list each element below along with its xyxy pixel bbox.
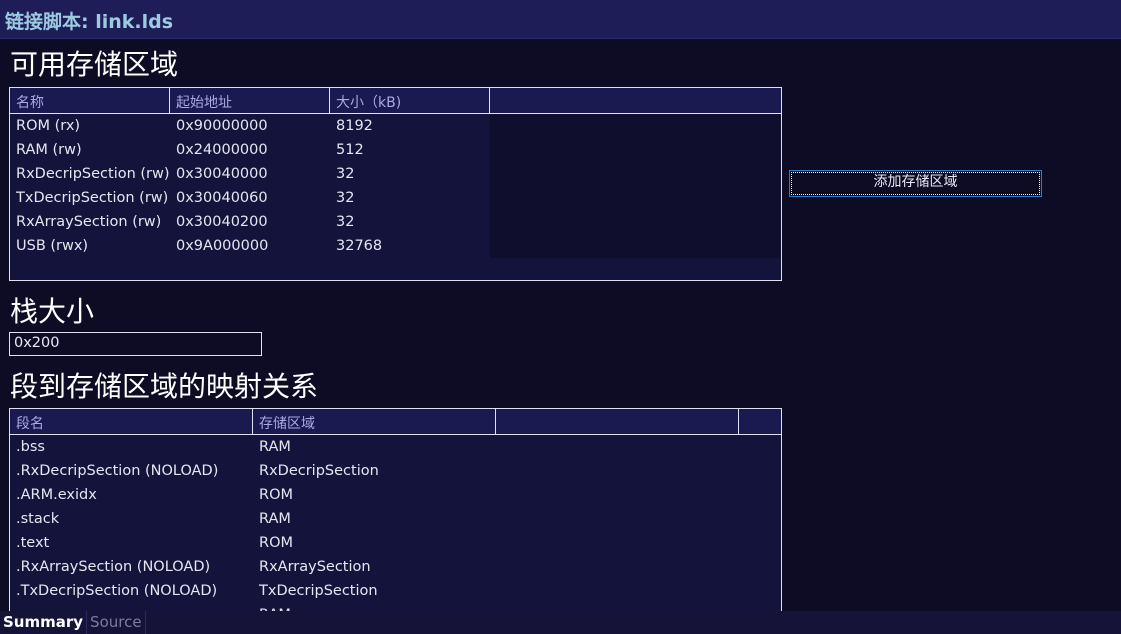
mapping-heading: 段到存储区域的映射关系 xyxy=(10,370,319,403)
table-row[interactable]: .RAM xyxy=(10,603,781,611)
table-row[interactable]: .TxDecripSection (NOLOAD) TxDecripSection xyxy=(10,579,781,603)
table-cell: 32768 xyxy=(336,238,383,254)
table-row[interactable]: .text ROM xyxy=(10,531,781,555)
table-cell: RxDecripSection (rw) xyxy=(16,166,170,182)
table-cell: 8192 xyxy=(336,118,373,134)
table-cell: ROM xyxy=(259,487,293,503)
memory-heading: 可用存储区域 xyxy=(10,48,179,81)
table-cell: .RxDecripSection (NOLOAD) xyxy=(16,463,219,479)
table-cell: 0x9A000000 xyxy=(176,238,269,254)
table-cell: . xyxy=(10,607,253,611)
table-cell: .ARM.exidx xyxy=(16,487,97,503)
table-row[interactable]: RxArraySection (rw) 0x30040200 32 xyxy=(10,210,490,234)
table-row[interactable]: TxDecripSection (rw) 0x30040060 32 xyxy=(10,186,490,210)
table-row[interactable]: ROM (rx) 0x90000000 8192 xyxy=(10,114,490,138)
table-cell: ROM (rx) xyxy=(16,118,81,134)
title-bar: 链接脚本: link.lds xyxy=(0,0,1121,39)
column-header-empty xyxy=(496,409,739,434)
table-cell: RAM xyxy=(259,439,291,455)
table-cell: ROM xyxy=(259,535,293,551)
table-cell: RAM xyxy=(253,607,496,611)
stack-heading: 栈大小 xyxy=(10,295,95,328)
tab-summary[interactable]: Summary xyxy=(0,611,88,634)
table-cell: 0x30040000 xyxy=(176,166,268,182)
table-row[interactable]: .bss RAM xyxy=(10,435,781,459)
table-cell: RxArraySection (rw) xyxy=(16,214,162,230)
table-row[interactable]: .stack RAM xyxy=(10,507,781,531)
table-cell: RAM (rw) xyxy=(16,142,82,158)
table-cell: .TxDecripSection (NOLOAD) xyxy=(16,583,218,599)
tab-source[interactable]: Source xyxy=(87,611,146,634)
table-cell: .text xyxy=(16,535,50,551)
table-cell: .stack xyxy=(16,511,60,527)
column-header[interactable]: 大小（kB) xyxy=(330,88,490,113)
column-header[interactable]: 起始地址 xyxy=(170,88,330,113)
column-header-empty xyxy=(490,88,502,113)
table-cell: RxArraySection xyxy=(259,559,371,575)
column-header[interactable]: 名称 xyxy=(10,88,170,113)
table-cell: 32 xyxy=(336,190,355,206)
table-cell: USB (rwx) xyxy=(16,238,89,254)
table-cell: 32 xyxy=(336,214,355,230)
table-cell: 0x30040060 xyxy=(176,190,268,206)
table-row[interactable]: .ARM.exidx ROM xyxy=(10,483,781,507)
table-cell: 0x24000000 xyxy=(176,142,268,158)
table-row[interactable]: RxDecripSection (rw) 0x30040000 32 xyxy=(10,162,490,186)
table-row[interactable]: USB (rwx) 0x9A000000 32768 xyxy=(10,234,490,258)
table-cell: .RxArraySection (NOLOAD) xyxy=(16,559,211,575)
table-row[interactable]: .RxArraySection (NOLOAD) RxArraySection xyxy=(10,555,781,579)
add-memory-region-button[interactable]: 添加存储区域 xyxy=(789,170,1042,197)
table-cell: RxDecripSection xyxy=(259,463,379,479)
table-cell: TxDecripSection (rw) xyxy=(16,190,169,206)
table-cell: .bss xyxy=(16,439,45,455)
table-row[interactable]: .RxDecripSection (NOLOAD) RxDecripSection xyxy=(10,459,781,483)
stack-size-input[interactable]: 0x200 xyxy=(9,332,262,356)
table-cell: RAM xyxy=(259,511,291,527)
column-header[interactable]: 段名 xyxy=(10,409,253,434)
table-cell: TxDecripSection xyxy=(259,583,378,599)
column-header[interactable]: 存储区域 xyxy=(253,409,496,434)
table-cell: 0x90000000 xyxy=(176,118,268,134)
table-row[interactable]: RAM (rw) 0x24000000 512 xyxy=(10,138,490,162)
table-cell: 0x30040200 xyxy=(176,214,268,230)
table-cell: 32 xyxy=(336,166,355,182)
table-cell: 512 xyxy=(336,142,364,158)
